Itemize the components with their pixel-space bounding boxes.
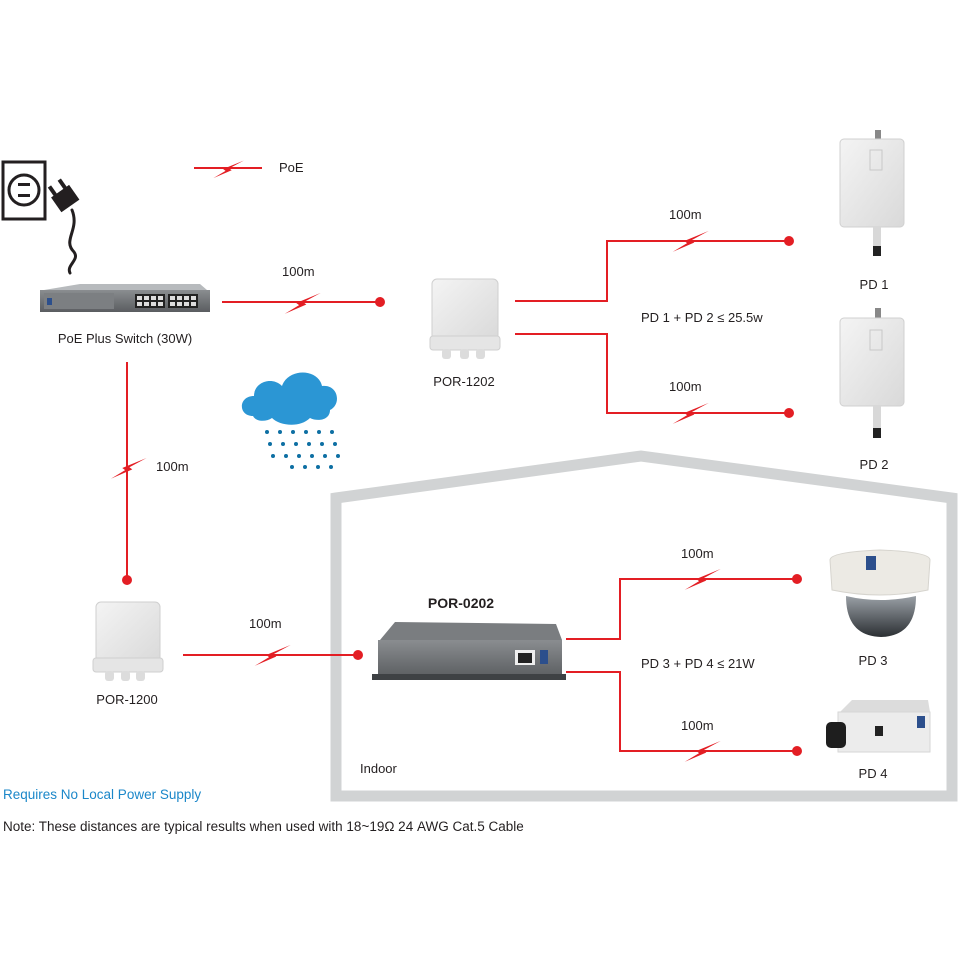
link-label-switch-por1200: 100m: [156, 459, 189, 474]
footer-note: Note: These distances are typical result…: [3, 819, 524, 834]
power-outlet-icon: [1, 160, 47, 221]
link-label-por0202-pd4: 100m: [681, 718, 714, 733]
indoor-house-outline: [330, 450, 958, 802]
pd2-outdoor-ap-image: [839, 308, 905, 438]
por0202-label: POR-0202: [427, 595, 495, 611]
pd1-label: PD 1: [859, 277, 889, 292]
pd4-box-camera-image: [826, 700, 931, 753]
por1200-image: [92, 601, 164, 681]
cable-por1202-to-pd1: [515, 230, 794, 302]
footer-highlight: Requires No Local Power Supply: [3, 787, 202, 802]
por1202-label: POR-1202: [433, 374, 495, 389]
pd2-label: PD 2: [859, 457, 889, 472]
legend-poe-label: PoE: [279, 160, 304, 175]
cable-por0202-to-pd4: [566, 671, 802, 762]
legend-poe-symbol: [194, 160, 262, 179]
por1200-label: POR-1200: [96, 692, 158, 707]
link-label-por1202-pd1: 100m: [669, 207, 702, 222]
link-label-por0202-pd3: 100m: [681, 546, 714, 561]
por0202-image: [372, 622, 566, 680]
pd3-label: PD 3: [858, 653, 888, 668]
link-label-por1202-pd2: 100m: [669, 379, 702, 394]
rain-cloud-icon: [241, 372, 340, 469]
cable-switch-to-por1202: [222, 292, 385, 314]
pd1-outdoor-ap-image: [839, 130, 905, 256]
cable-por1200-to-por0202: [183, 644, 363, 666]
link-label-switch-por1202: 100m: [282, 264, 315, 279]
switch-label: PoE Plus Switch (30W): [57, 331, 193, 346]
power-budget-indoor: PD 3 + PD 4 ≤ 21W: [641, 656, 755, 671]
cable-por1202-to-pd2: [515, 333, 794, 424]
poe-switch-image: [40, 284, 210, 312]
cable-switch-to-por1200: [110, 362, 147, 585]
power-budget-outdoor: PD 1 + PD 2 ≤ 25.5w: [641, 310, 763, 325]
power-plug-icon: [47, 178, 80, 275]
pd4-label: PD 4: [858, 766, 888, 781]
cable-por0202-to-pd3: [566, 568, 802, 640]
link-label-por1200-por0202: 100m: [249, 616, 282, 631]
indoor-zone-label: Indoor: [360, 761, 397, 776]
por1202-image: [429, 278, 501, 359]
pd3-dome-camera-image: [829, 549, 931, 637]
